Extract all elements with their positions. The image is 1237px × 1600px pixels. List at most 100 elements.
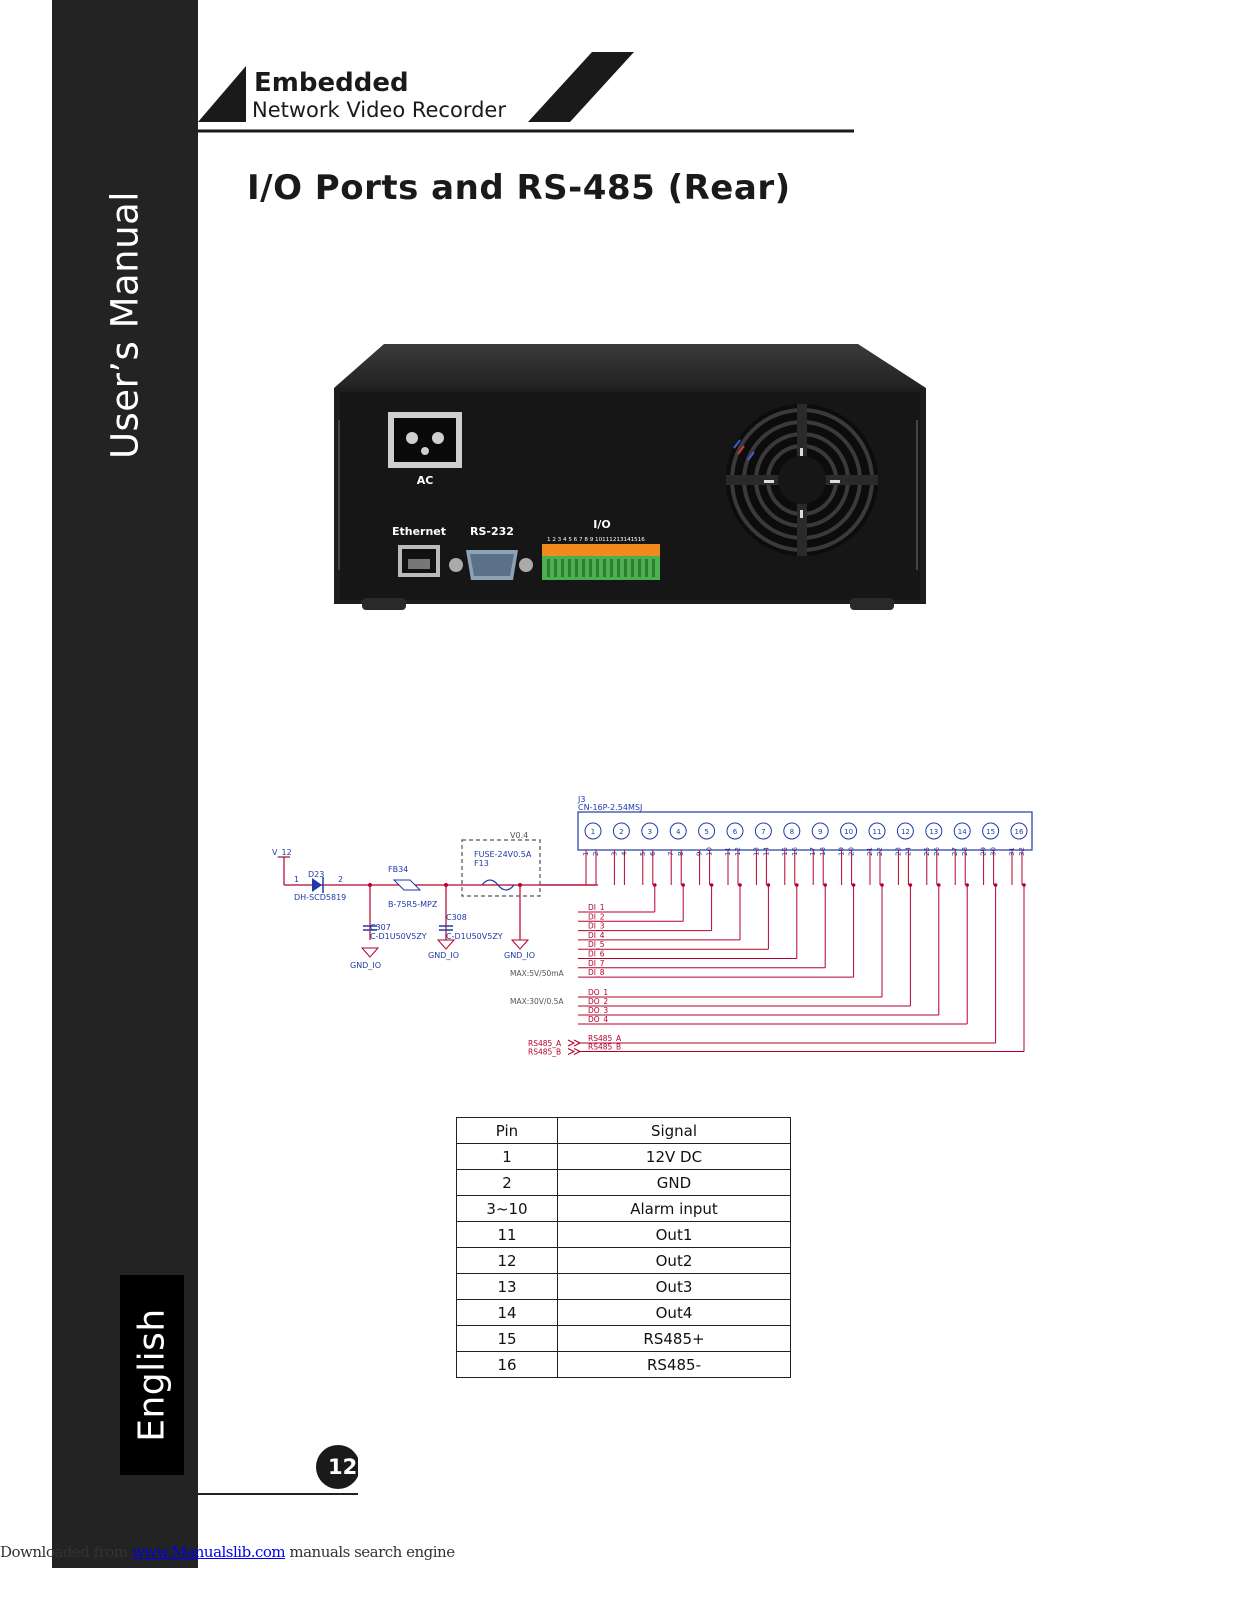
table-header-row: Pin Signal bbox=[456, 1117, 791, 1144]
connector-pin-number: 15 bbox=[986, 828, 995, 836]
page-title: I/O Ports and RS-485 (Rear) bbox=[247, 168, 791, 208]
signal-label: DI_6 bbox=[588, 950, 605, 959]
c307-part: C-D1U50V5ZY bbox=[370, 932, 427, 941]
junction-dot bbox=[709, 883, 714, 887]
rs232-label: RS-232 bbox=[470, 525, 514, 538]
connector-pin-number: 8 bbox=[790, 828, 794, 836]
sidebar-title: User’s Manual bbox=[103, 190, 147, 460]
connector-pin-circle bbox=[1010, 822, 1028, 840]
signal-label: DO_4 bbox=[588, 1015, 608, 1024]
signal-label: DI_2 bbox=[588, 912, 605, 921]
junction-dot bbox=[681, 883, 685, 887]
connector-pin-circle bbox=[783, 822, 801, 840]
connector-pin-number: 14 bbox=[958, 828, 967, 836]
junction-dot bbox=[1022, 883, 1026, 887]
rs232-port bbox=[449, 550, 533, 580]
connector-pin-number: 11 bbox=[873, 828, 882, 836]
ac-socket bbox=[388, 412, 462, 468]
v12-label: V_12 bbox=[272, 848, 292, 857]
header-line1: Embedded bbox=[254, 68, 409, 98]
footer-link[interactable]: www.Manualslib.com bbox=[131, 1543, 286, 1561]
signal-cell: 12V DC bbox=[557, 1143, 791, 1170]
signal-cell: RS485+ bbox=[557, 1325, 791, 1352]
node-1-label: 1 bbox=[294, 875, 299, 884]
io-terminal-block bbox=[542, 544, 660, 580]
signal-label: DI_8 bbox=[588, 968, 605, 977]
connector-part: CN-16P-2.54MSJ bbox=[578, 803, 642, 812]
pin-cell: 2 bbox=[456, 1169, 558, 1196]
ferrite-bead-symbol bbox=[392, 879, 422, 891]
c308-label: C308 bbox=[446, 913, 467, 922]
header-banner: Embedded Network Video Recorder bbox=[198, 52, 854, 133]
connector-pin-number: 6 bbox=[733, 828, 738, 836]
gnd-label-3: GND_IO bbox=[504, 951, 535, 960]
junction-dot bbox=[766, 883, 771, 887]
signal-label: DI_5 bbox=[588, 940, 605, 949]
connector-pin-number: 5 bbox=[704, 828, 708, 836]
bottom-rule bbox=[198, 1493, 358, 1495]
io-pin-numbers: 1 2 3 4 5 6 7 8 9 10111213141516 bbox=[547, 537, 645, 543]
connector-pin-circle bbox=[641, 822, 659, 840]
ground-symbol bbox=[510, 939, 530, 950]
signal-label: DO_1 bbox=[588, 988, 608, 997]
port-arrow-symbol bbox=[567, 1039, 582, 1047]
sidebar-title-area: User’s Manual bbox=[52, 180, 198, 470]
fuse-part: FUSE-24V0.5A bbox=[474, 850, 532, 859]
d23-label: D23 bbox=[308, 870, 324, 879]
fuse-version: V0.4 bbox=[510, 831, 528, 840]
connector-pin-number: 7 bbox=[761, 828, 765, 836]
d23-part: DH-SCD5819 bbox=[294, 893, 346, 902]
signal-label: DI_4 bbox=[588, 931, 605, 940]
signal-cell: Out4 bbox=[557, 1299, 791, 1326]
signal-cell: Alarm input bbox=[557, 1195, 791, 1222]
signal-label: DI_3 bbox=[588, 922, 605, 931]
language-label: English bbox=[131, 1308, 173, 1442]
c307-label: C307 bbox=[370, 923, 391, 932]
connector-pin-number: 9 bbox=[818, 828, 822, 836]
diode-symbol bbox=[312, 878, 322, 892]
do-max-label: MAX:30V/0.5A bbox=[510, 997, 564, 1006]
junction-dot bbox=[795, 883, 799, 887]
gnd-label-2: GND_IO bbox=[428, 951, 459, 960]
connector-pin-number: 10 bbox=[844, 828, 853, 836]
junction-dot bbox=[993, 883, 998, 887]
connector-ref: J3 bbox=[577, 795, 585, 804]
junction-dot bbox=[851, 883, 856, 887]
junction-dot bbox=[518, 883, 522, 887]
connector-pin-circle bbox=[953, 822, 971, 840]
connector-pin-number: 4 bbox=[676, 828, 681, 836]
signal-label: DO_2 bbox=[588, 997, 608, 1006]
junction-dot bbox=[444, 883, 448, 887]
connector-pin-number: 16 bbox=[1015, 828, 1024, 836]
footer-suffix: manuals search engine bbox=[285, 1543, 455, 1561]
connector-pin-circle bbox=[896, 822, 914, 840]
connector-pin-circle bbox=[669, 822, 687, 840]
io-label: I/O bbox=[593, 518, 610, 531]
pin-cell: 3~10 bbox=[456, 1195, 558, 1222]
gnd-label-1: GND_IO bbox=[350, 961, 381, 970]
pin-cell: 13 bbox=[456, 1273, 558, 1300]
di-max-label: MAX:5V/50mA bbox=[510, 969, 565, 978]
junction-dot bbox=[880, 883, 884, 887]
download-footer: Downloaded from www.Manualslib.com manua… bbox=[0, 1543, 455, 1561]
fuse-symbol bbox=[481, 879, 515, 891]
connector-pin-number: 1 bbox=[591, 828, 595, 836]
pin-cell: 1 bbox=[456, 1143, 558, 1170]
fuse-ref: F13 bbox=[474, 859, 489, 868]
device-rear-photo: AC Ethernet RS-232 I/O 1 2 3 4 5 6 7 8 9… bbox=[334, 344, 926, 610]
pin-cell: 12 bbox=[456, 1247, 558, 1274]
fb34-part: B-75R5-MPZ bbox=[388, 900, 438, 909]
junction-dot bbox=[823, 883, 827, 887]
pin-cell: 15 bbox=[456, 1325, 558, 1352]
page-number-mask bbox=[358, 1440, 378, 1496]
ground-symbol bbox=[360, 947, 380, 958]
column-header-signal: Signal bbox=[557, 1117, 791, 1144]
io-schematic: 1234567891011121314151612345678910111213… bbox=[272, 795, 1033, 1057]
signal-label: DO_3 bbox=[588, 1006, 608, 1015]
